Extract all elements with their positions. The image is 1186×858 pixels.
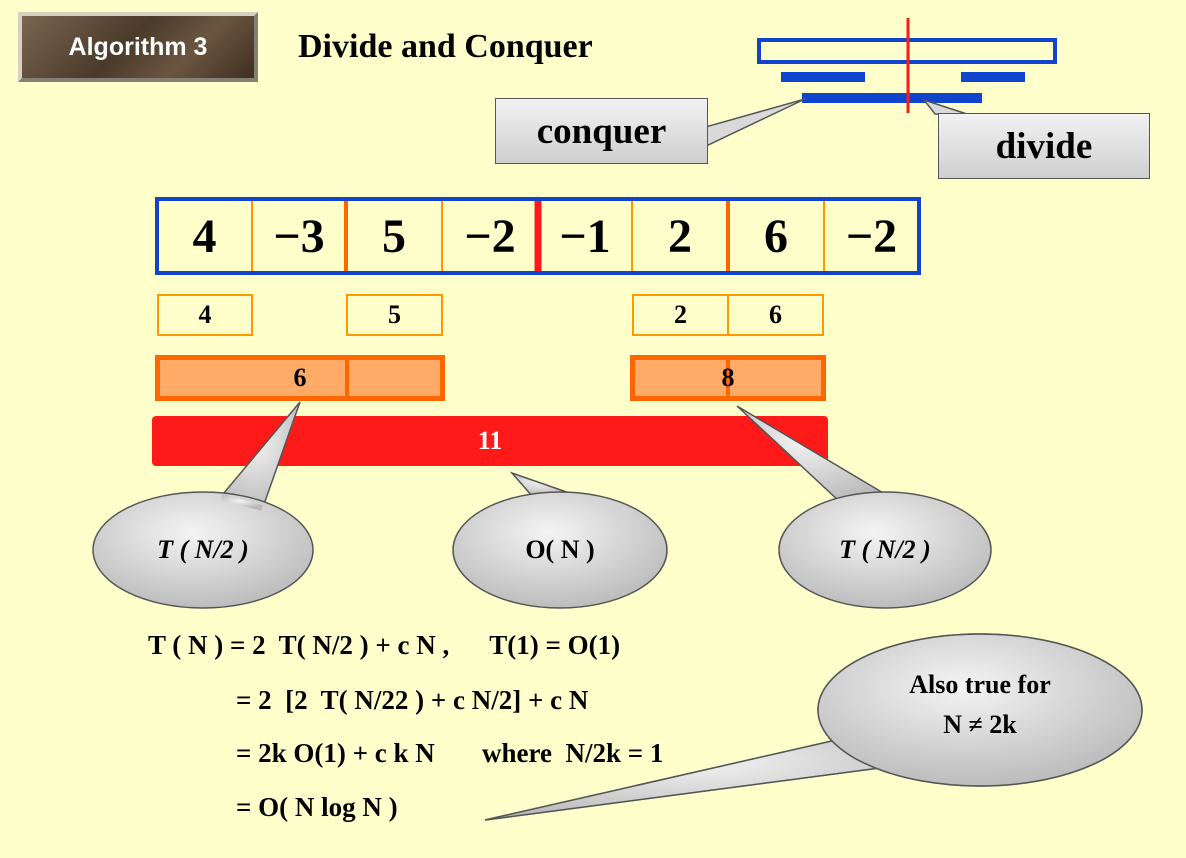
array-diagram bbox=[155, 197, 921, 275]
subsum-box: 4 bbox=[157, 294, 253, 336]
right-bubble bbox=[778, 491, 992, 609]
divide-callout: divide bbox=[938, 113, 1150, 179]
center-bubble-label: O( N ) bbox=[525, 535, 595, 564]
conquer-callout: conquer bbox=[495, 98, 708, 164]
equation-line-1: T ( N ) = 2 T( N/2 ) + c N , T(1) = O(1) bbox=[148, 630, 621, 660]
left-bubble bbox=[92, 491, 314, 609]
equation-line-4: = O( N log N ) bbox=[236, 792, 398, 822]
algorithm-badge: Algorithm 3 bbox=[18, 12, 258, 82]
left-half-box bbox=[155, 355, 445, 401]
slide-title: Divide and Conquer bbox=[298, 28, 593, 65]
right-half-divider bbox=[726, 358, 730, 398]
array-cell: 4 bbox=[192, 209, 217, 263]
left-bubble-label: T ( N/2 ) bbox=[157, 535, 249, 564]
array-cell: −3 bbox=[273, 209, 325, 263]
array-cell: 6 bbox=[764, 209, 788, 263]
left-half-sum: 6 bbox=[293, 363, 307, 392]
left-half-divider bbox=[345, 358, 349, 398]
subsum-box: 2 bbox=[632, 294, 729, 336]
left-subrange-bar bbox=[781, 72, 865, 82]
array-outline bbox=[155, 197, 921, 275]
array-cell: 5 bbox=[382, 209, 406, 263]
equation-line-3: = 2k O(1) + c k N where N/2k = 1 bbox=[236, 738, 664, 768]
right-subrange-bar bbox=[961, 72, 1025, 82]
array-cell: 2 bbox=[668, 209, 692, 263]
note-line-1: Also true for bbox=[909, 670, 1051, 699]
equation-line-2: = 2 [2 T( N/22 ) + c N/2] + c N bbox=[236, 685, 589, 715]
array-cell: −2 bbox=[464, 209, 516, 263]
array-cell: −1 bbox=[559, 209, 611, 263]
divide-conquer-illustration bbox=[701, 18, 1057, 148]
subsum-box: 6 bbox=[727, 294, 824, 336]
note-line-2: N ≠ 2k bbox=[943, 710, 1017, 739]
right-half-sum: 8 bbox=[721, 363, 735, 392]
subsum-box: 5 bbox=[346, 294, 443, 336]
array-cell: −2 bbox=[845, 209, 898, 263]
crossing-range-bar bbox=[802, 93, 982, 103]
center-bubble bbox=[452, 491, 668, 609]
right-bubble-label: T ( N/2 ) bbox=[839, 535, 931, 564]
